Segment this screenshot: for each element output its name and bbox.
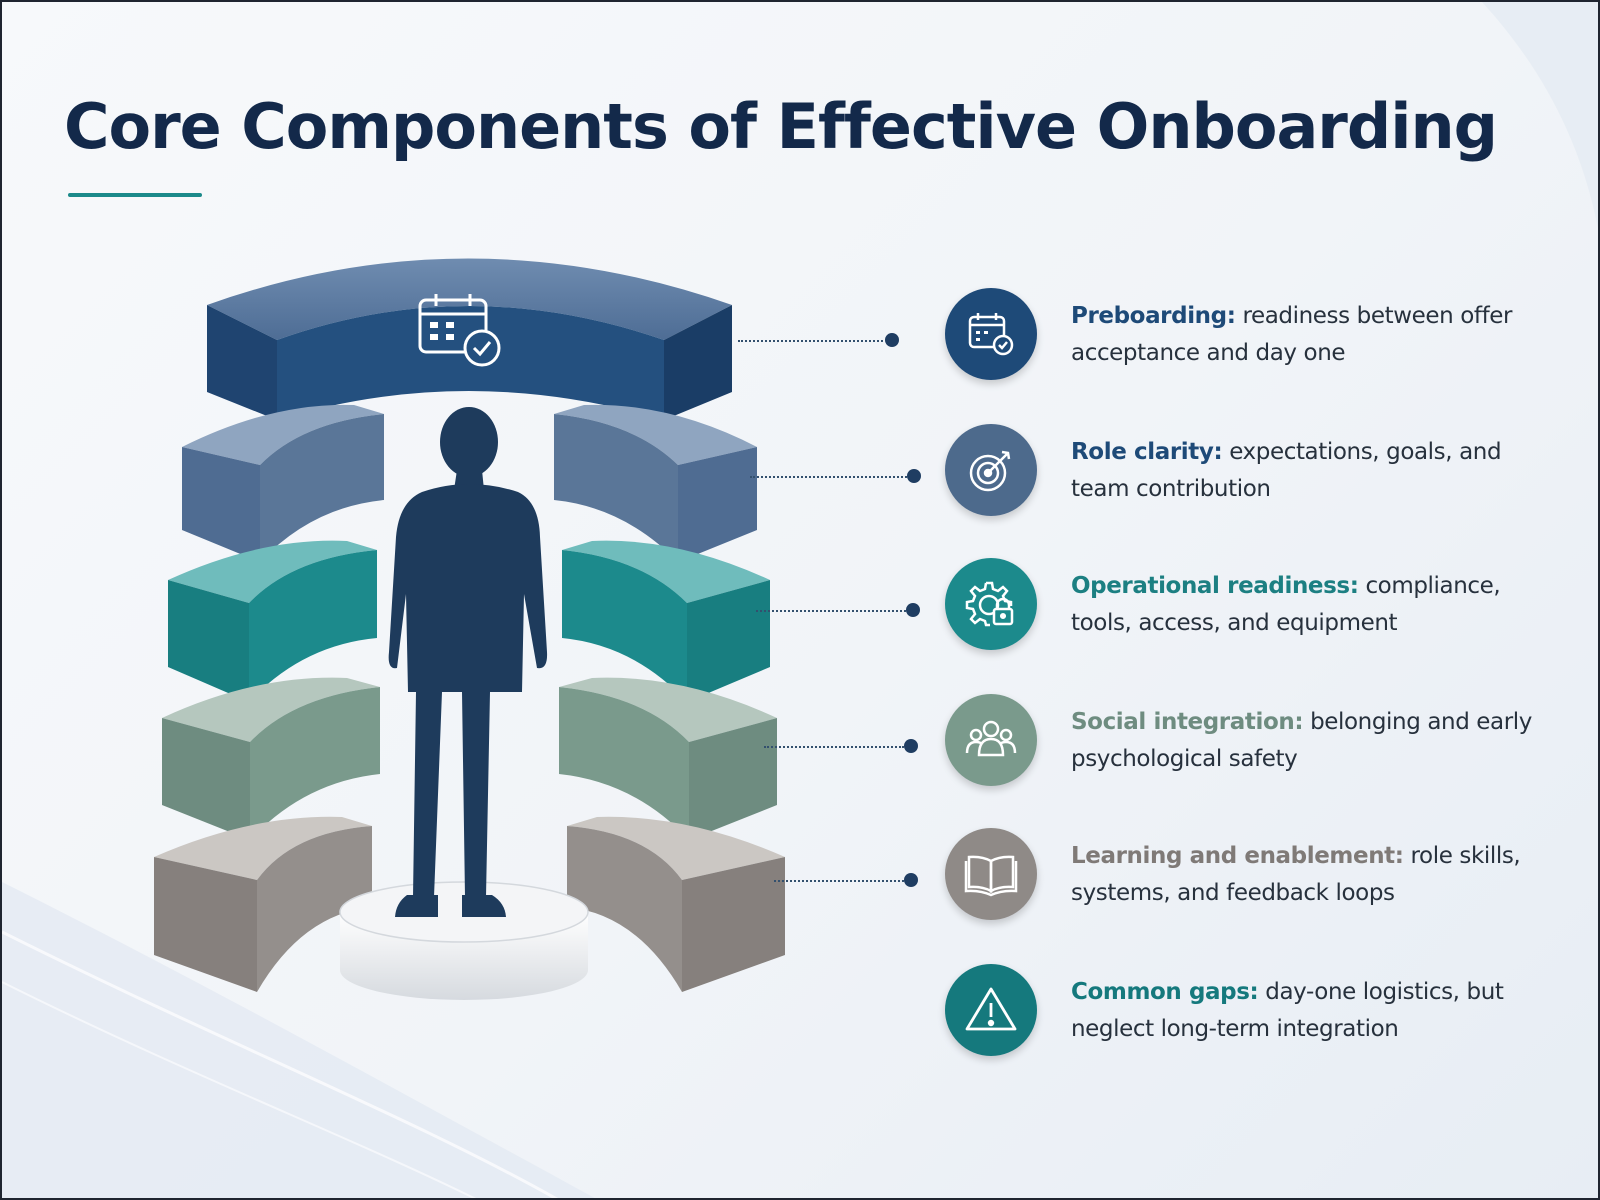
calendar-check-icon: [418, 294, 501, 367]
component-common-gaps: Common gaps: day-one logistics, but negl…: [738, 964, 1538, 1068]
preboarding-icon-badge: [945, 288, 1037, 380]
component-description: compliance, tools, access, and equipment: [1071, 573, 1501, 636]
component-label: Learning and enablement:: [1071, 843, 1404, 869]
component-text: Role clarity: expectations, goals, and t…: [1071, 434, 1541, 508]
gear-lock-icon: [965, 581, 1014, 627]
calendar-check-icon: [968, 313, 1014, 356]
connector-dot: [906, 603, 920, 617]
component-text: Common gaps: day-one logistics, but negl…: [1071, 974, 1541, 1048]
layer-social-integration: [162, 677, 777, 840]
component-operational-readiness: Operational readiness: compliance, tools…: [738, 558, 1538, 662]
page-title: Core Components of Effective Onboarding: [64, 90, 1498, 163]
component-text: Learning and enablement: role skills, sy…: [1071, 838, 1541, 912]
connector-line: [774, 880, 904, 882]
component-preboarding: Preboarding: readiness between offer acc…: [738, 288, 1538, 392]
role-clarity-icon-badge: [945, 424, 1037, 516]
onboarding-layers-diagram: [154, 258, 785, 1000]
connector-dot: [904, 873, 918, 887]
component-description: role skills, systems, and feedback loops: [1071, 843, 1521, 906]
common-gaps-icon-badge: [945, 964, 1037, 1056]
component-description: belonging and early psychological safety: [1071, 709, 1533, 772]
component-description: readiness between offer acceptance and d…: [1071, 303, 1513, 366]
team-icon: [965, 720, 1017, 757]
layer-learning-enablement: [154, 816, 785, 992]
component-label: Preboarding:: [1071, 303, 1236, 329]
connector-line: [756, 610, 906, 612]
social-integration-icon-badge: [945, 694, 1037, 786]
connector-line: [738, 340, 883, 342]
person-silhouette: [388, 407, 548, 917]
component-learning-enablement: Learning and enablement: role skills, sy…: [738, 828, 1538, 932]
component-role-clarity: Role clarity: expectations, goals, and t…: [738, 424, 1538, 528]
operational-readiness-icon-badge: [945, 558, 1037, 650]
component-description: expectations, goals, and team contributi…: [1071, 439, 1502, 502]
connector-dot: [885, 333, 899, 347]
component-text: Social integration: belonging and early …: [1071, 704, 1541, 778]
layer-role-clarity: [182, 404, 757, 562]
connector-dot: [907, 469, 921, 483]
warning-icon: [965, 987, 1017, 1031]
learning-enablement-icon-badge: [945, 828, 1037, 920]
component-label: Social integration:: [1071, 709, 1304, 735]
component-label: Common gaps:: [1071, 979, 1259, 1005]
component-social-integration: Social integration: belonging and early …: [738, 694, 1538, 798]
title-underline: [68, 193, 202, 197]
book-icon: [964, 855, 1018, 897]
component-text: Operational readiness: compliance, tools…: [1071, 568, 1541, 642]
component-description: day-one logistics, but neglect long-term…: [1071, 979, 1504, 1042]
connector-line: [764, 746, 904, 748]
layer-operational-readiness: [168, 540, 770, 702]
component-label: Operational readiness:: [1071, 573, 1359, 599]
component-label: Role clarity:: [1071, 439, 1223, 465]
connector-dot: [904, 739, 918, 753]
component-text: Preboarding: readiness between offer acc…: [1071, 298, 1541, 372]
connector-line: [750, 476, 910, 478]
target-icon: [969, 450, 1011, 492]
layer-preboarding: [207, 258, 732, 420]
